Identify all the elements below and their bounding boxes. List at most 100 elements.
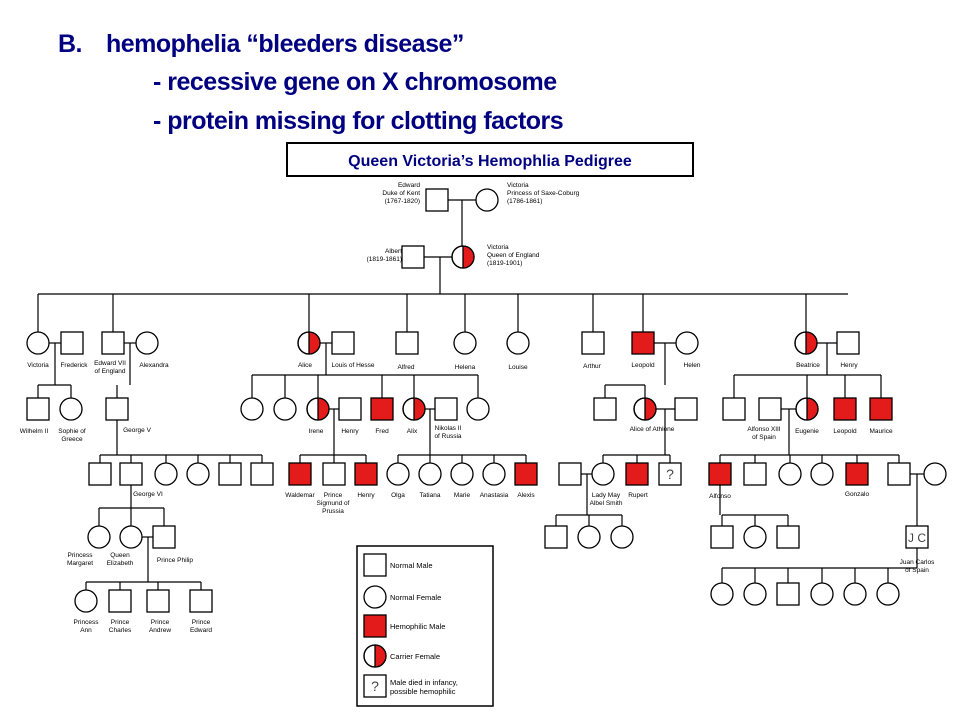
person-bea-m1: [722, 397, 746, 421]
person-victoria-saxe-label: Victoria: [507, 182, 529, 189]
person-juan-carlos-label: of Spain: [905, 567, 929, 574]
person-maurice-label: Maurice: [869, 428, 893, 435]
person-leo-m2: [674, 397, 698, 421]
person-george5: [105, 397, 129, 421]
person-waldemar: [288, 462, 312, 486]
person-marie-label: Marie: [454, 492, 471, 499]
person-louis-hesse: [331, 331, 355, 355]
person-g5-f1: [154, 462, 178, 486]
legend-carrier-female-symbol: [363, 644, 387, 668]
person-alexandra-label: Alexandra: [139, 362, 169, 369]
person-charles: [108, 589, 132, 613]
person-aa-m1: [558, 462, 582, 486]
person-unknown: ?: [658, 462, 682, 486]
person-marie: [450, 462, 474, 486]
person-george6-label: George VI: [133, 491, 163, 498]
person-lady-may-label: Albel Smith: [590, 500, 623, 507]
person-rupert-label: Rupert: [628, 492, 648, 499]
person-alix-label: Alix: [407, 428, 418, 435]
person-andrew-label: Andrew: [149, 627, 171, 634]
person-lady-may: [591, 462, 615, 486]
person-victoria-saxe: [475, 188, 499, 212]
person-alice-f3: [466, 397, 490, 421]
person-sophie-label: Greece: [61, 436, 83, 443]
person-victoria-saxe-label: (1786-1861): [507, 198, 542, 205]
person-alfonso13: [758, 397, 782, 421]
person-edward7-label: Edward VII: [94, 360, 126, 367]
person-ae-m2: [776, 525, 800, 549]
person-alice-athlone: [633, 397, 657, 421]
person-louise-label: Louise: [508, 364, 528, 371]
person-alfred-label: Alfred: [398, 364, 415, 371]
person-edward-kent-label: Edward: [398, 182, 420, 189]
person-alfonso13-label: of Spain: [752, 434, 776, 441]
person-eugenie-label: Eugenie: [795, 428, 819, 435]
person-beatrice: [794, 331, 818, 355]
person-elizabeth-label: Elizabeth: [107, 560, 134, 567]
person-tatiana-label: Tatiana: [420, 492, 441, 499]
person-rupert: [625, 462, 649, 486]
person-philip: [152, 525, 176, 549]
person-g5-f2: [186, 462, 210, 486]
person-edward-kent-label: Duke of Kent: [382, 190, 420, 197]
person-olga: [386, 462, 410, 486]
person-edward7: [101, 331, 125, 355]
person-g5-m3: [250, 462, 274, 486]
person-frederick: [60, 331, 84, 355]
person-alfonso13-label: Alfonso XIII: [747, 426, 780, 433]
person-henry-i-label: Henry: [341, 428, 359, 435]
person-anne-label: Ann: [80, 627, 92, 634]
person-eu-m1: [743, 462, 767, 486]
person-olga-label: Olga: [391, 492, 405, 499]
person-leopold-label: Leopold: [631, 362, 655, 369]
person-edward-kent-label: (1767-1820): [385, 198, 420, 205]
person-sigmund: [322, 462, 346, 486]
person-jc-f5: [876, 582, 900, 606]
slide-title: hemophelia “bleeders disease”: [106, 30, 464, 58]
person-alfonso: [708, 462, 732, 486]
person-philip-label: Prince Philip: [157, 557, 194, 564]
unknown-mark: ?: [371, 678, 379, 694]
person-alice-f1: [240, 397, 264, 421]
person-louis-hesse-label: Louis of Hesse: [332, 362, 375, 369]
person-henry-b-label: Henry: [840, 362, 858, 369]
legend-hemophilic-male-symbol: [363, 614, 387, 638]
person-jc-f1: [710, 582, 734, 606]
person-ly-m1: [544, 525, 568, 549]
person-andrew-label: Prince: [151, 619, 170, 626]
person-helena-label: Helena: [455, 364, 476, 371]
person-sophie: [59, 397, 83, 421]
person-alice-athlone-label: Alice of Athlone: [630, 426, 675, 433]
person-ae-m1: [710, 525, 734, 549]
person-arthur-label: Arthur: [583, 363, 602, 370]
person-edward: [189, 589, 213, 613]
legend-normal-female-symbol: [363, 585, 387, 609]
legend-male-died-in-infancy-label: Male died in infancy,: [390, 678, 458, 687]
person-alfred: [395, 331, 419, 355]
legend-male-died-in-infancy-label: possible hemophilic: [390, 687, 456, 696]
person-eu-f3: [923, 462, 947, 486]
person-wilhelm2-label: Wilhelm II: [20, 428, 49, 435]
person-alexis-label: Alexis: [517, 492, 535, 499]
person-nikolas2: [434, 397, 458, 421]
person-jc-f3: [810, 582, 834, 606]
person-alexis: [514, 462, 538, 486]
person-irene: [306, 397, 330, 421]
person-sigmund-label: Prince: [324, 492, 343, 499]
person-gonzalo-label: Gonzalo: [845, 491, 870, 498]
person-elizabeth: [119, 525, 143, 549]
person-ae-f1: [743, 525, 767, 549]
pedigree-lines: [37, 199, 924, 590]
person-jc-m1: [776, 582, 800, 606]
person-victoria-saxe-label: Princess of Saxe-Coburg: [507, 190, 580, 197]
person-henry-i: [338, 397, 362, 421]
person-edward7-label: of England: [94, 368, 125, 375]
person-anastasia: [482, 462, 506, 486]
person-nikolas2-label: of Russia: [434, 433, 461, 440]
legend-male-died-in-infancy-symbol: ?: [363, 674, 387, 698]
person-eugenie: [795, 397, 819, 421]
person-g5-m1: [88, 462, 112, 486]
person-leo-m1: [593, 397, 617, 421]
